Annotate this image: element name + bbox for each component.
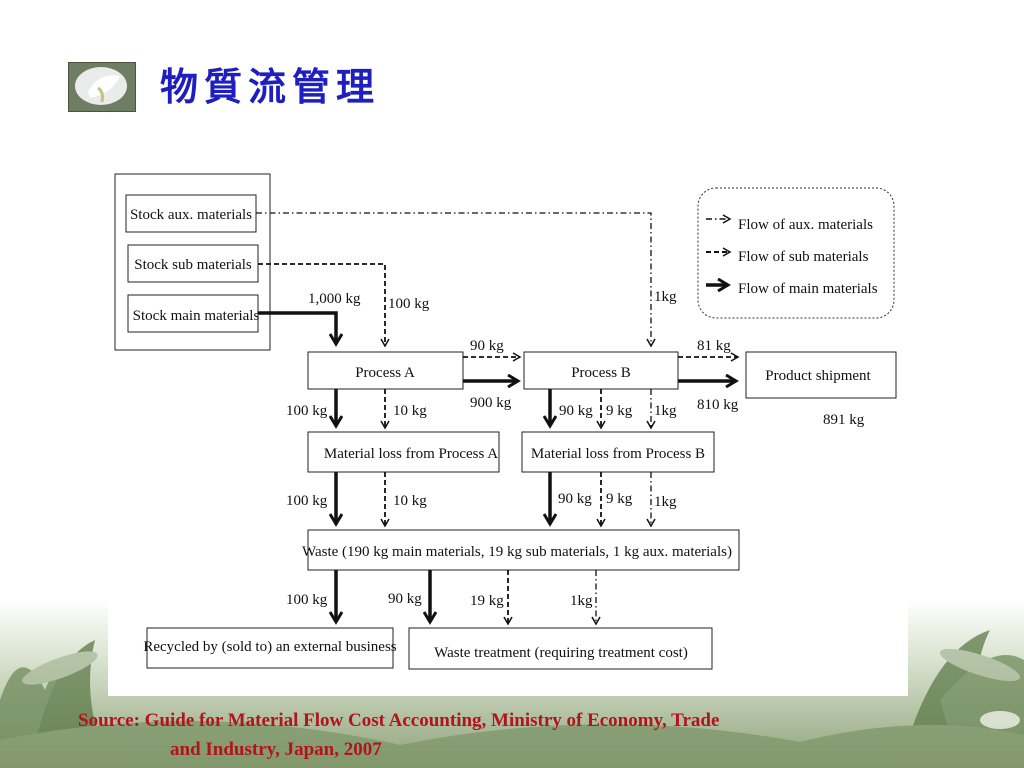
main-flow-line: [258, 311, 336, 344]
source-line-2: and Industry, Japan, 2007: [170, 739, 382, 760]
diagram-panel: Stock aux. materials Stock sub materials…: [108, 146, 908, 696]
waste-treatment-label: Waste treatment (requiring treatment cos…: [434, 645, 688, 661]
b-waste-sub-label: 9 kg: [606, 491, 633, 507]
ab-main-label: 900 kg: [470, 395, 512, 411]
stock-main-label: Stock main materials: [133, 308, 260, 324]
loss-a-box: [307, 431, 500, 473]
a-loss-sub-label: 10 kg: [393, 403, 427, 419]
recycled-box: [146, 627, 394, 669]
main-in-label: 1,000 kg: [308, 291, 361, 307]
w-treat-aux-label: 1kg: [570, 593, 593, 609]
sub-flow-line: [258, 263, 390, 348]
sub-in-label: 100 kg: [388, 296, 430, 312]
shipment-total-label: 891 kg: [823, 412, 865, 428]
recycled-label: Recycled by (sold to) an external busine…: [143, 639, 396, 655]
w-treat-sub-label: 19 kg: [470, 593, 504, 609]
legend-main-label: Flow of main materials: [738, 281, 878, 297]
w-treat-main-label: 90 kg: [388, 591, 422, 607]
material-flow-diagram: Stock aux. materials Stock sub materials…: [114, 173, 897, 670]
b-waste-main-label: 90 kg: [558, 491, 592, 507]
ab-sub-label: 90 kg: [470, 338, 504, 354]
product-shipment-label: Product shipment: [765, 368, 871, 384]
aux-flow-line: [256, 212, 656, 348]
b-loss-sub-label: 9 kg: [606, 403, 633, 419]
product-shipment-box: [745, 351, 897, 399]
loss-b-label: Material loss from Process B: [531, 446, 705, 462]
stock-aux-label: Stock aux. materials: [130, 207, 252, 223]
aux-in-label: 1kg: [654, 289, 677, 305]
slide-title: 物質流管理: [160, 64, 381, 109]
out-sub-label: 81 kg: [697, 338, 731, 354]
process-a-label: Process A: [355, 365, 415, 381]
waste-treatment-box: [408, 627, 713, 670]
b-loss-main-label: 90 kg: [559, 403, 593, 419]
b-waste-aux-label: 1kg: [654, 494, 677, 510]
source-citation: Source: Guide for Material Flow Cost Acc…: [78, 706, 719, 764]
legend-box: [697, 187, 895, 319]
legend-sub-label: Flow of sub materials: [738, 249, 869, 265]
source-line-1: Source: Guide for Material Flow Cost Acc…: [78, 710, 720, 731]
stock-sub-label: Stock sub materials: [134, 257, 252, 273]
waste-box: [307, 529, 740, 571]
process-b-label: Process B: [571, 365, 631, 381]
process-b-box: [523, 351, 679, 390]
a-waste-sub-label: 10 kg: [393, 493, 427, 509]
waste-label: Waste (190 kg main materials, 19 kg sub …: [302, 544, 732, 560]
loss-a-label: Material loss from Process A: [324, 446, 498, 462]
loss-b-box: [521, 431, 715, 473]
w-recycled-label: 100 kg: [286, 592, 328, 608]
a-loss-main-label: 100 kg: [286, 403, 328, 419]
calla-lily-icon: [68, 62, 136, 112]
legend-aux-label: Flow of aux. materials: [738, 217, 873, 233]
stock-aux-box: [125, 194, 257, 233]
b-loss-aux-label: 1kg: [654, 403, 677, 419]
a-waste-main-label: 100 kg: [286, 493, 328, 509]
out-main-label: 810 kg: [697, 397, 739, 413]
